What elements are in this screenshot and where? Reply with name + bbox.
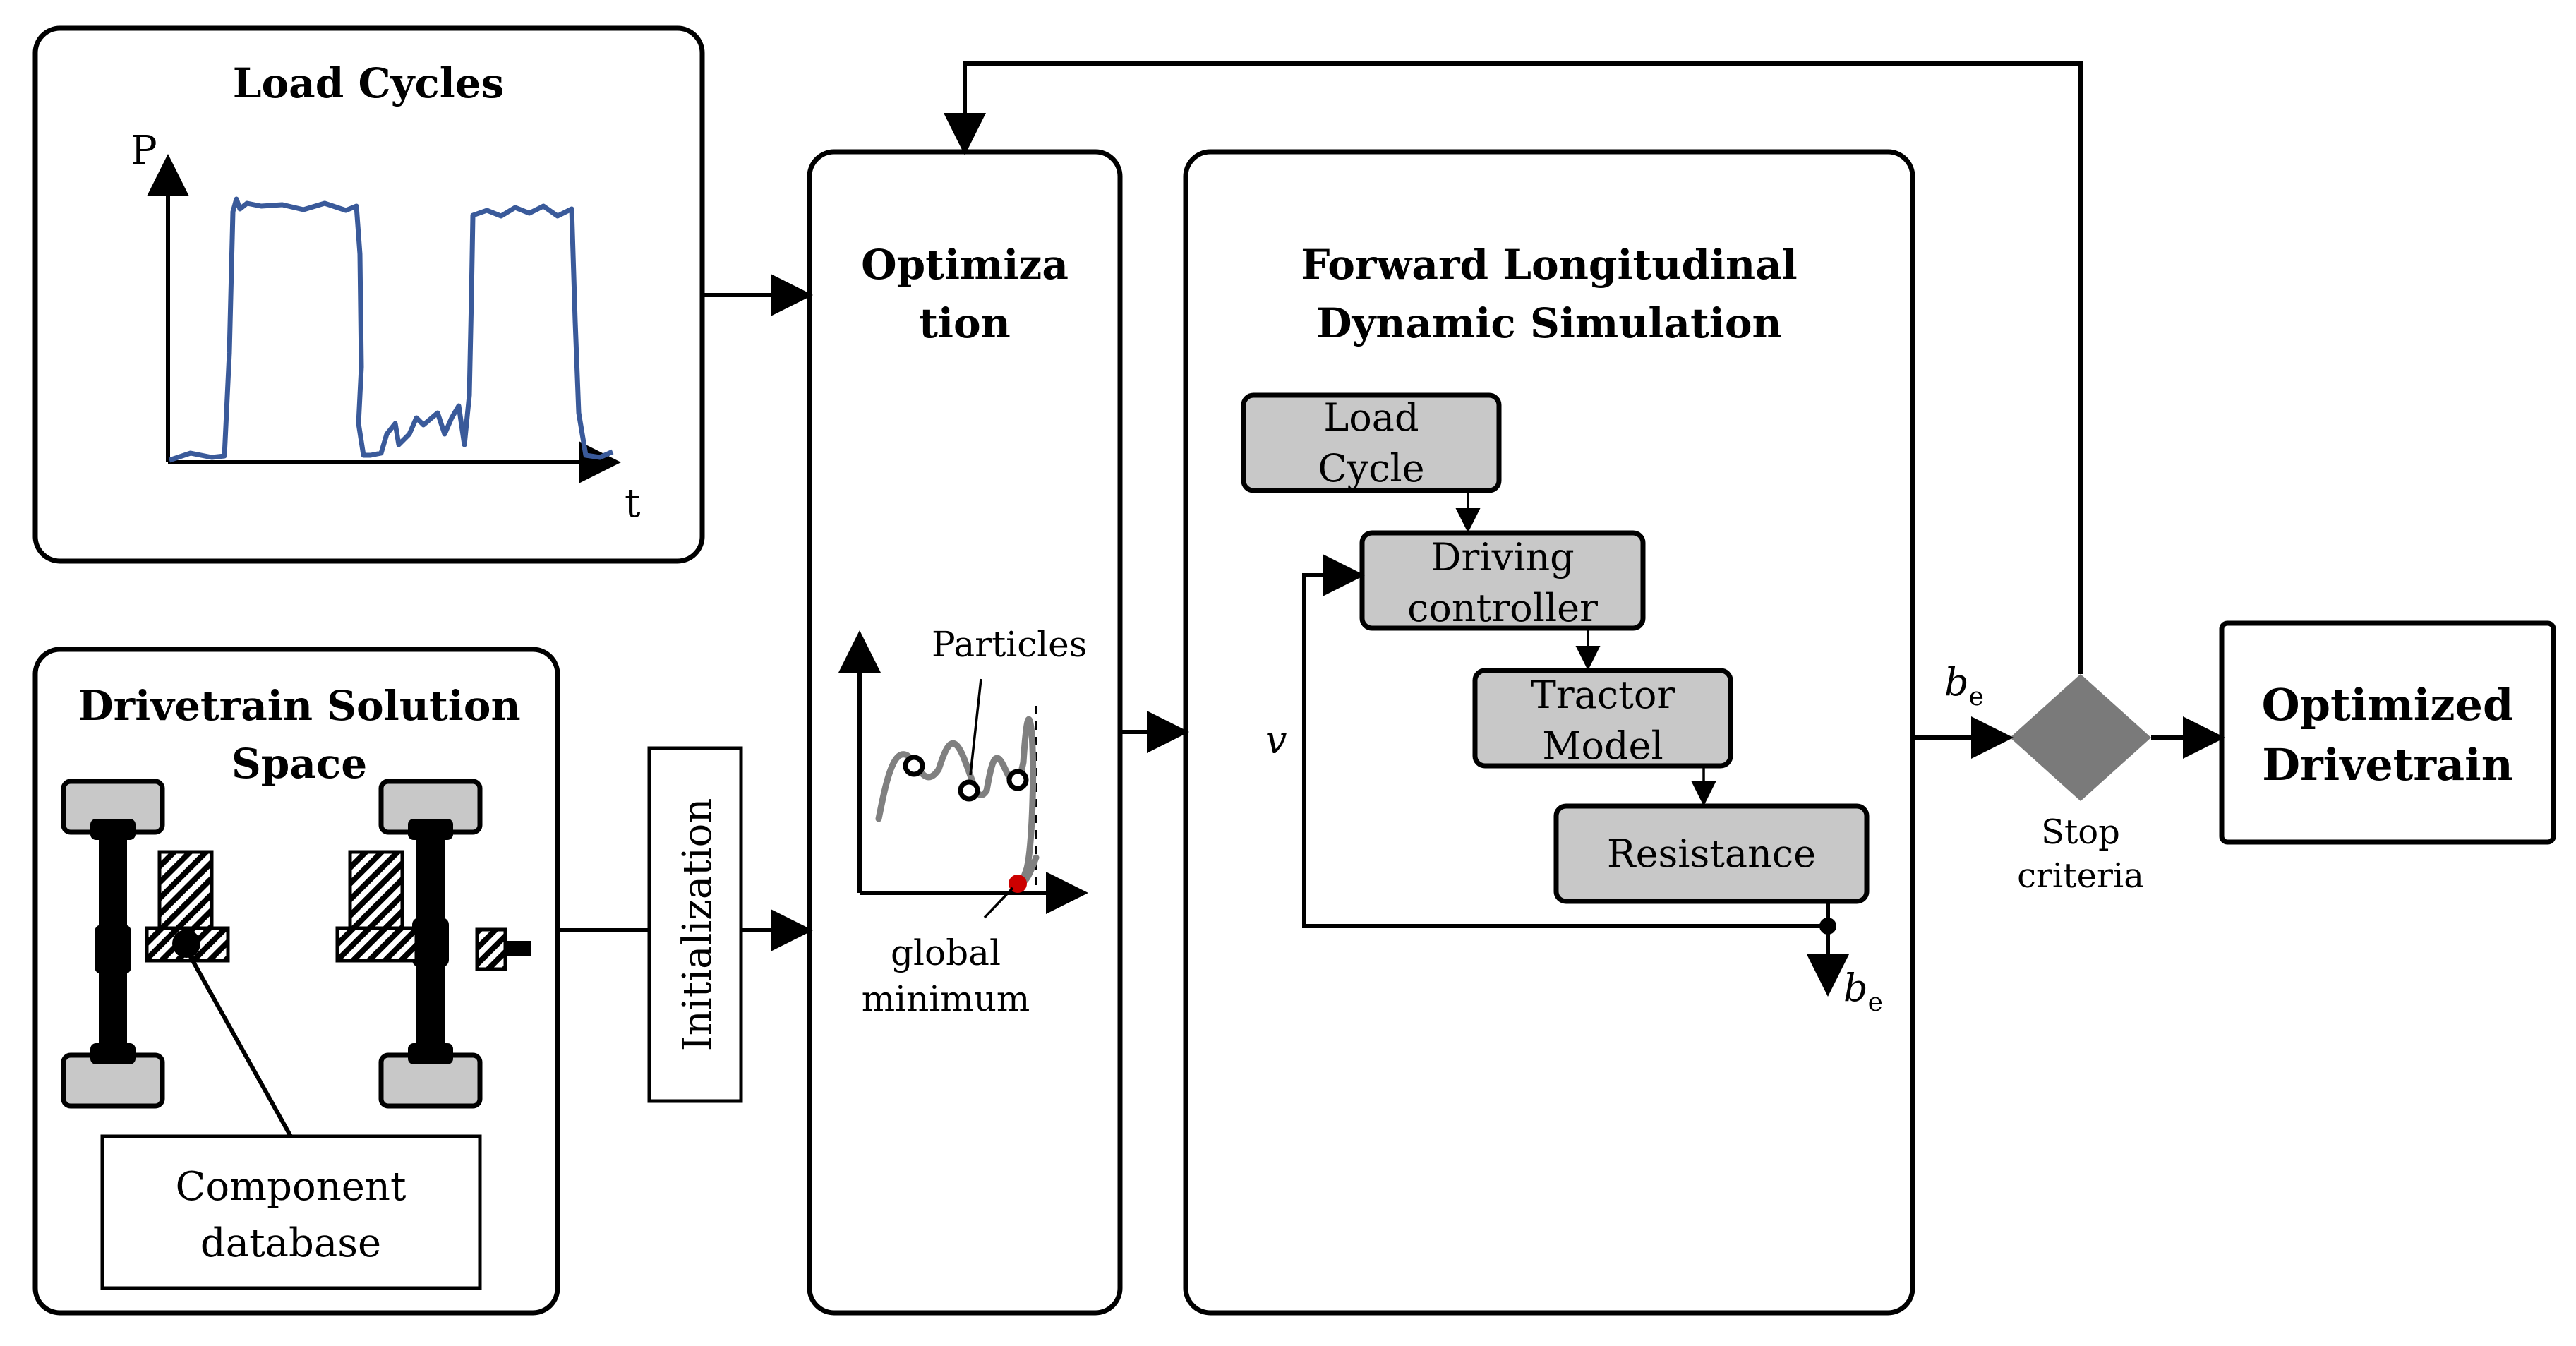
drivetrain-variant-a bbox=[61, 779, 230, 1109]
global-minimum-line2: minimum bbox=[862, 978, 1030, 1019]
fuel-output-symbol: be bbox=[1843, 966, 1883, 1017]
particle-icon bbox=[1006, 769, 1029, 791]
initialization-block: Initialization bbox=[647, 746, 743, 1103]
connector-dot-icon bbox=[172, 930, 200, 958]
fuel-input-symbol: be bbox=[1944, 660, 1984, 711]
tractor-model-block-line1: Tractor bbox=[1531, 673, 1675, 717]
engine-icon bbox=[348, 850, 404, 932]
component-database-box bbox=[100, 1134, 482, 1290]
optimization-title-line2: tion bbox=[919, 299, 1011, 347]
solution-space-title-line2: Space bbox=[231, 740, 367, 788]
load-cycles-panel: Load Cycles P t bbox=[32, 25, 705, 564]
optimized-drivetrain-line1: Optimized bbox=[2262, 679, 2514, 731]
particle-icon bbox=[903, 755, 925, 777]
load-cycle-block-line2: Cycle bbox=[1318, 446, 1424, 491]
load-cycles-box bbox=[32, 25, 705, 564]
iteration-feedback-arrow bbox=[944, 61, 2083, 674]
optimization-panel: Optimiza tion Particles global minimum bbox=[807, 149, 1123, 1316]
simulation-title-line2: Dynamic Simulation bbox=[1316, 299, 1781, 347]
junction-dot bbox=[1819, 918, 1836, 935]
stop-criteria-block: Stop criteria be bbox=[1944, 660, 2151, 896]
component-database-line1: Component bbox=[175, 1164, 407, 1210]
driving-controller-block-line1: Driving bbox=[1431, 535, 1575, 579]
initialization-label: Initialization bbox=[675, 798, 721, 1052]
drivetrain-variant-b bbox=[335, 779, 531, 1109]
load-cycles-title: Load Cycles bbox=[233, 59, 505, 107]
velocity-label: v bbox=[1265, 718, 1287, 762]
database-pointer-line bbox=[187, 953, 293, 1138]
driving-controller-block-line2: controller bbox=[1407, 586, 1598, 630]
power-axis-label: P bbox=[131, 128, 157, 174]
resistance-block-label: Resistance bbox=[1607, 831, 1816, 876]
engine-icon bbox=[157, 850, 214, 932]
gearbox-icon bbox=[95, 925, 131, 974]
solution-space-title-line1: Drivetrain Solution bbox=[78, 682, 520, 730]
global-minimum-line1: global bbox=[891, 932, 1001, 973]
result-panel: Optimized Drivetrain bbox=[2219, 620, 2556, 845]
gearbox-icon bbox=[412, 918, 449, 967]
load-cycle-block-line1: Load bbox=[1323, 395, 1419, 440]
component-database-line2: database bbox=[200, 1220, 381, 1266]
particles-pointer-line bbox=[969, 678, 982, 776]
stop-criteria-line1: Stop bbox=[2041, 812, 2120, 852]
simulation-title-line1: Forward Longitudinal bbox=[1301, 241, 1798, 289]
resistance-block bbox=[1553, 803, 1870, 904]
time-axis-label: t bbox=[625, 481, 641, 527]
tractor-model-block-line2: Model bbox=[1542, 723, 1663, 768]
stop-criteria-diamond bbox=[2010, 674, 2151, 801]
minimum-pointer-line bbox=[983, 887, 1014, 919]
connectors bbox=[558, 61, 2225, 951]
tractor-model-block bbox=[1472, 668, 1733, 769]
load-cycle-curve bbox=[168, 196, 614, 463]
optimized-drivetrain-box bbox=[2219, 620, 2556, 845]
stop-criteria-line2: criteria bbox=[2017, 856, 2144, 896]
solution-space-panel: Drivetrain Solution Space bbox=[32, 647, 560, 1316]
simulation-panel: Forward Longitudinal Dynamic Simulation … bbox=[1183, 149, 1915, 1316]
load-cycle-block bbox=[1241, 392, 1502, 493]
initialization-box bbox=[647, 746, 743, 1103]
optimized-drivetrain-line2: Drivetrain bbox=[2262, 739, 2513, 791]
transmission-icon bbox=[335, 926, 419, 963]
particles-label: Particles bbox=[932, 624, 1087, 665]
optimization-title-line1: Optimiza bbox=[861, 241, 1069, 289]
particle-icon bbox=[958, 779, 980, 802]
pto-icon bbox=[475, 927, 507, 971]
pto-shaft-icon bbox=[505, 941, 531, 956]
